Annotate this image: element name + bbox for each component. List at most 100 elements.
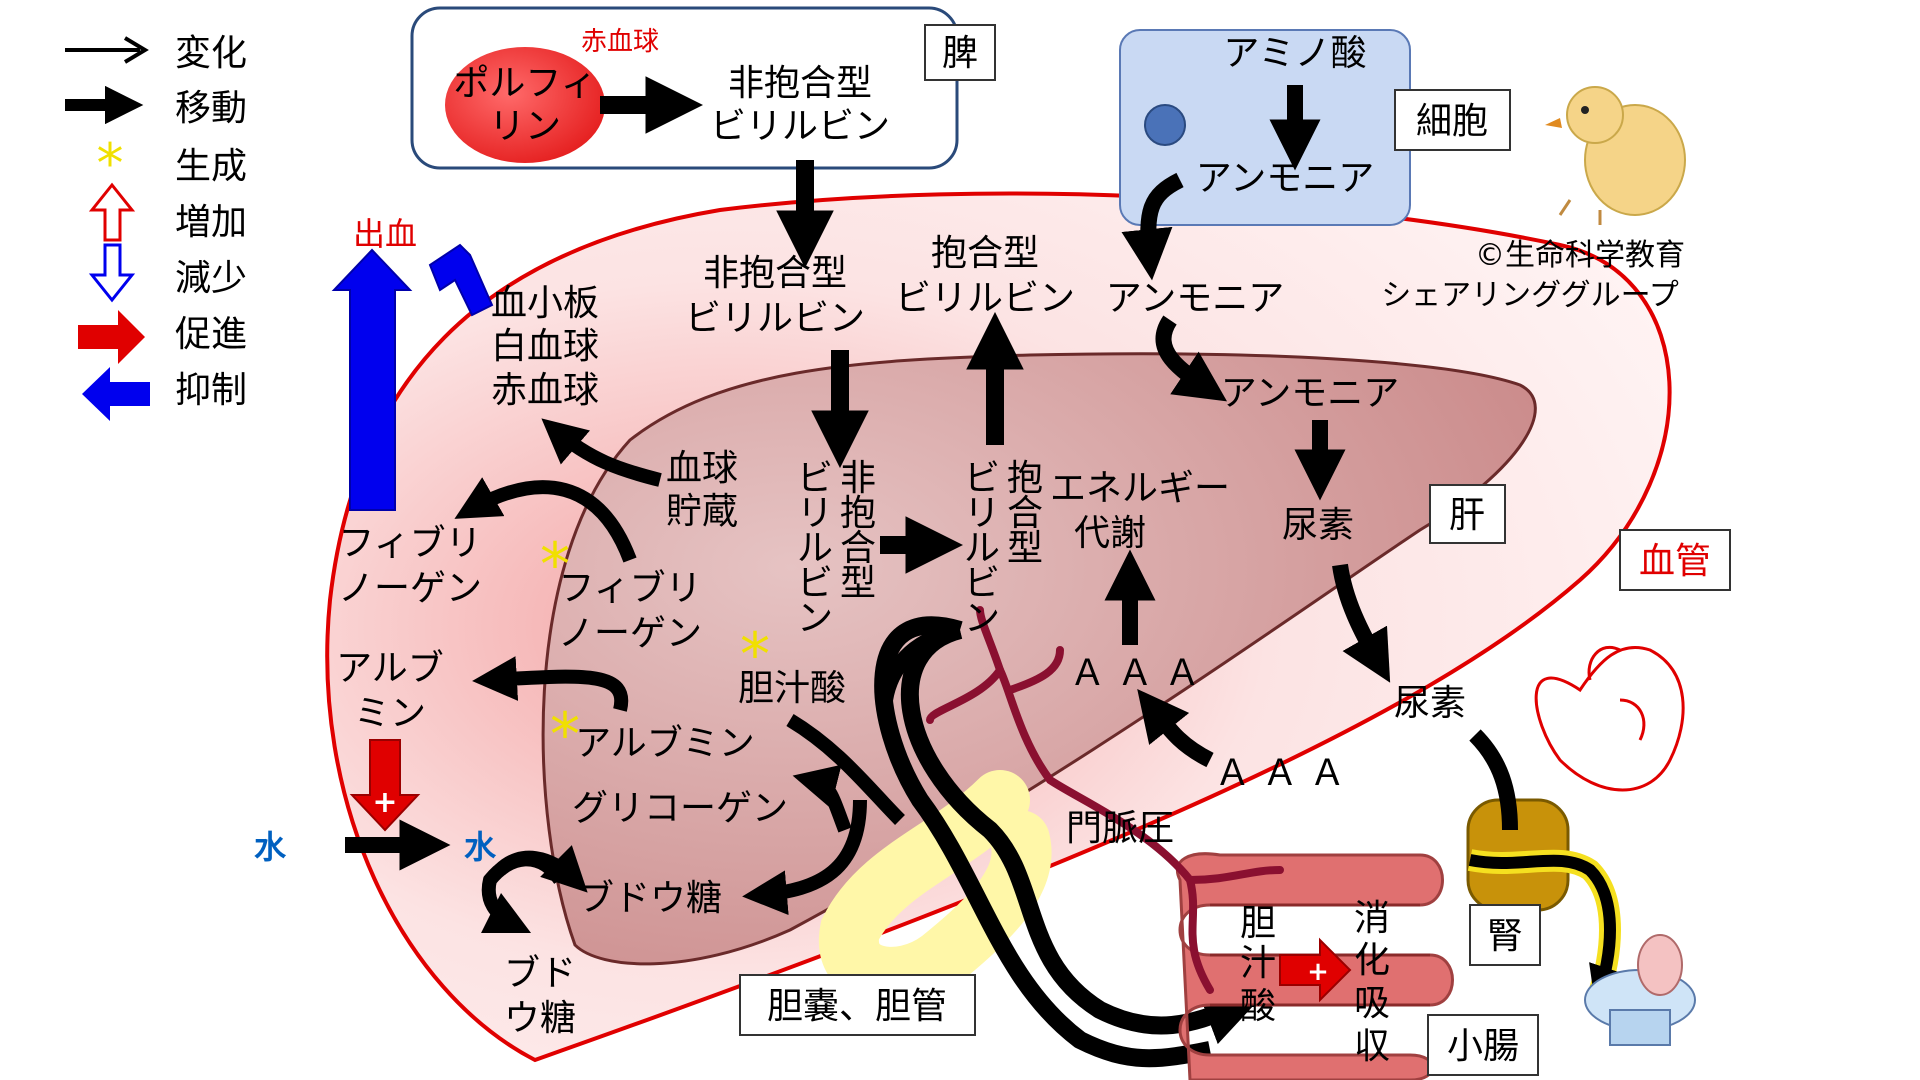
vessel-ammonia: アンモニア [1106, 278, 1285, 319]
arrow-ammonia-into-liver [1155, 315, 1228, 402]
liver-unconj-vertical: 非 抱 合 型 ビ リ ル ビ ン [797, 458, 876, 639]
legend-move-label: 移動 [175, 88, 247, 129]
liver-conj-char: ビ [964, 563, 1000, 604]
arrow-glycogen-to-glucose [742, 799, 867, 916]
kidney-label-box [1469, 904, 1541, 966]
red-blood-cell [445, 47, 605, 163]
legend-promote-icon [78, 310, 145, 364]
arrow-storage-to-platelets [541, 418, 662, 487]
vessel-urea: 尿素 [1394, 683, 1466, 724]
bile-duct-yellow [819, 770, 1052, 1007]
vessel-platelets-2: 白血球 [491, 326, 599, 367]
vessel-platelets-1: 血小板 [491, 283, 599, 324]
liver-unconj-char: リ [797, 493, 833, 534]
bleeding-arrow-up [331, 248, 413, 511]
legend-change-arrow-icon [65, 36, 149, 64]
spleen-unconj-2: ビリルビン [710, 106, 890, 147]
vessel-glucose-1: ブド [504, 953, 576, 994]
bilirubin-to-intestine [874, 616, 1212, 1068]
arrow-urea-to-kidney [1469, 729, 1518, 831]
vessel-unconj-1: 非抱合型 [703, 253, 847, 294]
liver-ammonia: アンモニア [1221, 373, 1400, 414]
arrow-cell-to-vessel-ammonia [1121, 172, 1184, 281]
bleeding-label: 出血 [353, 215, 417, 253]
heart-icon [1534, 645, 1685, 792]
legend-inhibit-icon [82, 367, 150, 421]
liver-conj-char: 合 [1007, 493, 1043, 534]
generate-asterisk-albumin: * [550, 700, 580, 770]
arrow-albumin-out [472, 656, 629, 712]
legend-decrease-label: 減少 [175, 258, 247, 299]
arrow-bile-acid-down [786, 713, 905, 825]
liver-unconj-char: ン [797, 598, 833, 639]
intestine-label: 小腸 [1447, 1026, 1519, 1067]
liver-conj-char: ル [964, 528, 1000, 569]
rbc-label: 赤血球 [581, 27, 659, 57]
liver-conj-char: 抱 [1007, 458, 1043, 499]
liver-fibrinogen-1: フィブリ [558, 568, 701, 609]
vessel-albumin-1: アルブ [336, 648, 444, 689]
bleeding-arrow-diag [428, 243, 494, 317]
vessel-unconj-2: ビリルビン [685, 298, 865, 339]
legend-change-label: 変化 [175, 33, 247, 74]
liver-label-box [1429, 484, 1506, 544]
cell-amino-acid: アミノ酸 [1223, 33, 1366, 74]
liver-conj-char: 型 [1007, 528, 1043, 569]
arrow-glucose-in [495, 845, 588, 893]
albumin-decrease-arrow [349, 739, 421, 832]
bile-duct-path [900, 621, 1262, 1045]
generate-asterisk-bile: * [740, 620, 770, 690]
vessel-conj-2: ビリルビン [895, 278, 1075, 319]
vessel-label-box [1619, 529, 1731, 591]
spleen-label: 脾 [942, 33, 978, 74]
liver-energy-2: 代謝 [1074, 513, 1146, 554]
water-left-label: 水 [254, 828, 287, 866]
liver-conj-char: ン [964, 598, 1000, 639]
vessel-conj-1: 抱合型 [931, 233, 1039, 274]
vessel-glucose-2: ウ糖 [504, 998, 576, 1039]
generate-asterisk-fibrinogen: * [540, 530, 570, 600]
liver-energy-1: エネルギー [1050, 468, 1230, 509]
intestine-digest-char: 吸 [1354, 983, 1390, 1024]
intestine-bile-char: 酸 [1240, 986, 1276, 1027]
arrow-conj-to-duct [877, 622, 962, 702]
liver-unconj-char: 合 [840, 528, 876, 569]
legend-inhibit-label: 抑制 [175, 370, 247, 411]
intestine-bile-char: 汁 [1240, 943, 1276, 984]
water-right-label: 水 [464, 828, 497, 866]
intestine-digest-char: 化 [1354, 940, 1390, 981]
vessel-aaa: Ａ Ａ Ａ [1215, 753, 1346, 794]
vessel-albumin-2: ミン [354, 693, 426, 734]
intestine-digest-char: 消 [1354, 898, 1390, 939]
liver-unconj-char: 非 [840, 458, 876, 499]
portal-vein [926, 606, 1284, 994]
liver-urea: 尿素 [1282, 505, 1354, 546]
porphyrin-text-1: ポルフィ [453, 63, 596, 104]
liver-unconj-char: ビ [797, 563, 833, 604]
cell-nucleus [1144, 104, 1186, 146]
legend-decrease-icon [88, 243, 136, 303]
intestine-digest-vertical: 消 化 吸 収 [1354, 898, 1390, 1067]
legend-increase-label: 増加 [175, 202, 247, 243]
arrow-fibrinogen-out [454, 477, 637, 563]
legend-increase-icon [88, 182, 136, 242]
liver-conj-vertical: 抱 合 型 ビ リ ル ビ ン [964, 458, 1043, 639]
vessel-fibrinogen-2: ノーゲン [338, 568, 482, 609]
cell-ammonia: アンモニア [1196, 158, 1375, 199]
liver-blood-storage-1: 血球 [666, 448, 738, 489]
liver-label: 肝 [1449, 495, 1485, 536]
plus-icon: + [1307, 957, 1329, 987]
legend-generate-label: 生成 [175, 146, 247, 187]
liver-glycogen: グリコーゲン [572, 788, 788, 829]
gallbladder-label: 胆嚢、胆管 [767, 986, 947, 1027]
liver-glucose: ブドウ糖 [578, 878, 722, 919]
arrow-aaa-in [1137, 689, 1214, 768]
porphyrin-text-2: リン [489, 106, 561, 147]
copyright-line-1: ©生命科学教育 [1475, 238, 1685, 273]
liver-bile-acid: 胆汁酸 [738, 668, 846, 709]
legend: * [65, 36, 150, 421]
arrow-glucose-to-glycogen [792, 764, 852, 833]
chick-mascot-icon [1545, 86, 1686, 225]
cell-label: 細胞 [1416, 101, 1488, 142]
